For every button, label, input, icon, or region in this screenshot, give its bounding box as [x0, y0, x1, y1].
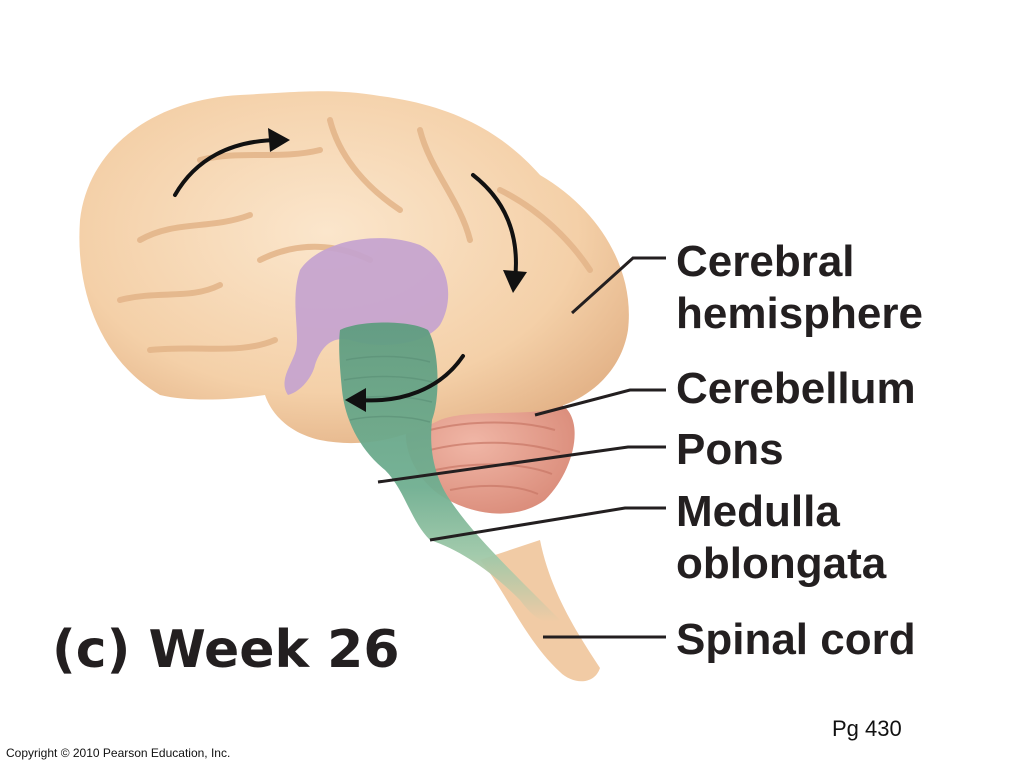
- leader-line-cerebellum: [534, 388, 666, 417]
- label-cerebral-line1: Cerebral: [676, 237, 855, 286]
- label-medulla-oblongata: Medulla oblongata: [676, 486, 886, 590]
- label-cerebellum: Cerebellum: [676, 364, 916, 413]
- leader-line-medulla: [429, 506, 666, 542]
- leader-line-cerebral: [570, 256, 666, 315]
- arrowhead-temporal-icon: [345, 388, 366, 412]
- page-number: Pg 430: [832, 716, 902, 741]
- arrow-frontal-icon: [173, 138, 282, 197]
- leader-line-pons: [377, 445, 666, 484]
- label-cerebral-hemisphere: Cerebral hemisphere: [676, 236, 923, 340]
- label-pons: Pons: [676, 425, 784, 474]
- arrowhead-parietal-icon: [503, 270, 527, 293]
- figure-caption: (c) Week 26: [52, 620, 400, 680]
- arrow-parietal-icon: [471, 173, 518, 282]
- arrow-temporal-icon: [358, 354, 465, 403]
- arrowhead-frontal-icon: [268, 128, 290, 152]
- copyright-notice: Copyright © 2010 Pearson Education, Inc.: [6, 746, 231, 760]
- label-medulla-line1: Medulla: [676, 487, 840, 536]
- diencephalon-shape: [284, 238, 449, 395]
- label-spinal-cord: Spinal cord: [676, 615, 916, 664]
- label-medulla-line2: oblongata: [676, 539, 887, 588]
- label-cerebral-line2: hemisphere: [676, 289, 923, 338]
